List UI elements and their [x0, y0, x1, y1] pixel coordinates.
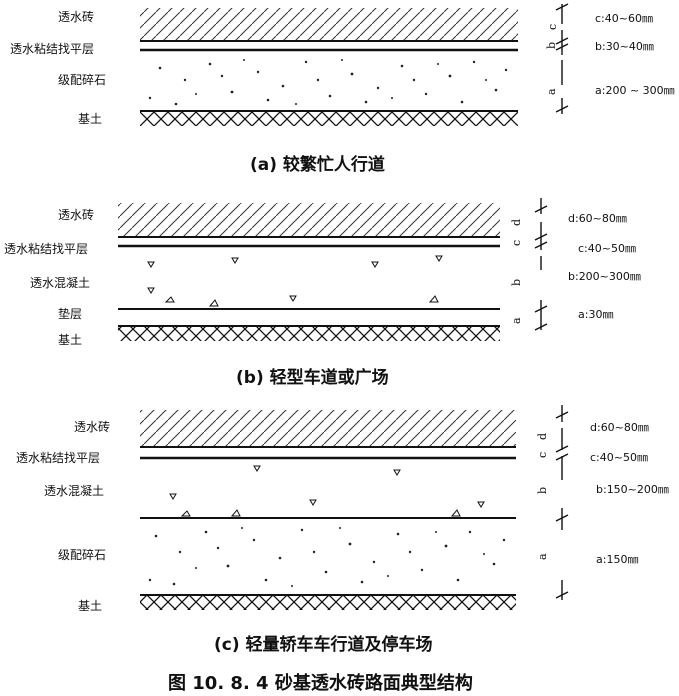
panel-b-dim-a: a:30㎜ [578, 308, 613, 321]
panel-b-label-concrete: 透水混凝土 [30, 275, 90, 290]
panel-c-label-bond: 透水粘结找平层 [16, 450, 100, 465]
panel-c-dimension-line [555, 405, 569, 600]
panel-b-concrete-aggregate [147, 255, 443, 307]
panel-c-dim-c: c:40~50㎜ [590, 451, 648, 464]
panel-b-soil-hatch [118, 327, 500, 341]
panel-b: 透水砖 透水粘结找平层 透水混凝土 垫层 基土 d c b a d:60~80㎜… [4, 198, 641, 388]
panel-c-soil-hatch [140, 596, 516, 610]
panel-a-label-brick: 透水砖 [58, 9, 94, 24]
panel-a-label-base: 级配碎石 [58, 72, 106, 87]
panel-a-brick-layer [140, 8, 518, 40]
panel-c-dim-a: a:150㎜ [596, 553, 638, 566]
panel-c: 透水砖 透水粘结找平层 透水混凝土 级配碎石 基土 d c b a d:60~8… [16, 405, 669, 655]
panel-c-label-soil: 基土 [78, 599, 102, 613]
panel-b-label-cushion: 垫层 [58, 306, 82, 321]
panel-c-letter-d: d [536, 433, 549, 440]
panel-b-dim-c: c:40~50㎜ [578, 242, 636, 255]
panel-b-caption: (b) 轻型车道或广场 [236, 367, 389, 388]
panel-a-gravel-dots [148, 59, 508, 106]
panel-a: 透水砖 透水粘结找平层 级配碎石 基土 c b a c:40~60㎜ b:30~… [10, 3, 675, 175]
panel-b-letter-a: a [510, 317, 523, 324]
panel-b-dimension-line [534, 198, 548, 331]
panel-a-label-soil: 基土 [78, 112, 102, 126]
panel-c-letter-b: b [536, 487, 549, 494]
panel-a-dim-a: a:200 ~ 300㎜ [595, 84, 675, 97]
panel-b-brick-layer [118, 203, 500, 236]
panel-a-caption: (a) 较繁忙人行道 [250, 154, 385, 175]
panel-a-dim-b: b:30~40㎜ [595, 40, 654, 53]
figure-title: 图 10. 8. 4 砂基透水砖路面典型结构 [168, 672, 473, 694]
panel-b-label-brick: 透水砖 [58, 207, 94, 222]
panel-b-letter-d: d [510, 219, 523, 226]
panel-b-letter-b: b [510, 279, 523, 286]
panel-a-dimension-line [555, 3, 569, 114]
panel-b-dim-d: d:60~80㎜ [568, 212, 627, 225]
panel-b-label-bond: 透水粘结找平层 [4, 241, 88, 256]
panel-c-letter-c: c [536, 452, 549, 458]
panel-c-caption: (c) 轻量轿车车行道及停车场 [214, 634, 433, 655]
panel-b-label-soil: 基土 [58, 333, 82, 347]
panel-c-brick-layer [140, 410, 516, 446]
panel-c-dim-d: d:60~80㎜ [590, 421, 649, 434]
panel-a-letter-a: a [545, 88, 558, 95]
panel-c-label-concrete: 透水混凝土 [44, 483, 104, 498]
panel-a-dim-c: c:40~60㎜ [595, 12, 653, 25]
panel-c-label-base: 级配碎石 [58, 547, 106, 562]
panel-a-label-bond: 透水粘结找平层 [10, 41, 94, 56]
panel-b-dim-b: b:200~300㎜ [568, 270, 641, 283]
panel-c-gravel-dots [148, 527, 506, 587]
panel-b-letter-c: c [510, 240, 523, 246]
panel-c-letter-a: a [536, 553, 549, 560]
panel-a-letter-c: c [546, 24, 559, 30]
panel-c-label-brick: 透水砖 [74, 419, 110, 434]
panel-a-letter-b: b [545, 42, 558, 49]
panel-a-soil-hatch [140, 112, 518, 126]
panel-c-dim-b: b:150~200㎜ [596, 483, 669, 496]
panel-c-concrete-aggregate [169, 465, 485, 517]
